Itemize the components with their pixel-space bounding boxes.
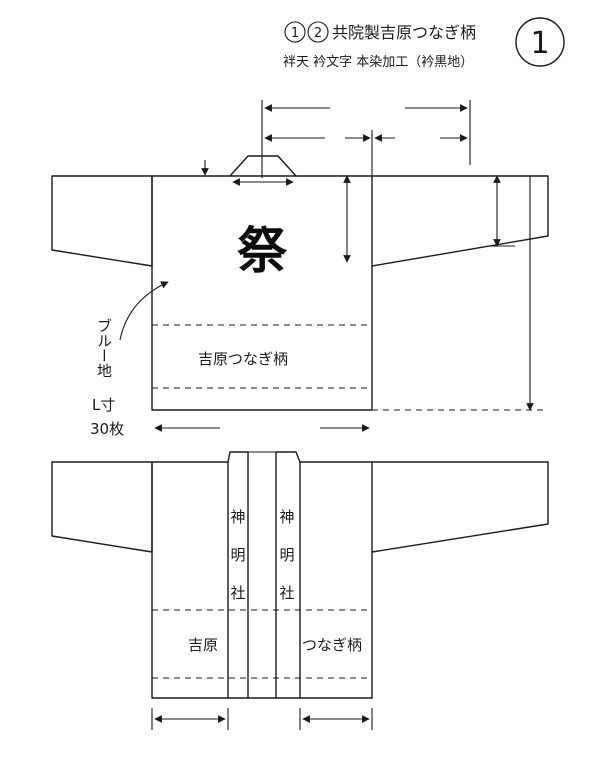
back-left-sleeve xyxy=(51,461,153,553)
front-pattern-label: 吉原つなぎ柄 xyxy=(198,350,288,368)
number-circle-2-text: 2 xyxy=(314,26,322,41)
back-right-sleeve xyxy=(371,461,549,553)
collar-left-text: 神 明 社 xyxy=(230,508,245,602)
collar-right-char-1: 神 xyxy=(279,508,294,526)
number-circle-1 xyxy=(284,21,306,43)
front-body xyxy=(151,175,373,411)
page-number: 1 xyxy=(530,26,549,61)
sheet-title: 共院製吉原つなぎ柄 xyxy=(332,23,476,42)
front-garment: 祭 吉原つなぎ柄 xyxy=(51,155,549,411)
sheet-subtitle: 袢天 衿文字 本染加工（衿黒地） xyxy=(283,55,473,70)
front-emblem: 祭 xyxy=(237,222,288,280)
collar-left-char-1: 神 xyxy=(230,508,245,526)
collar-right-char-2: 明 xyxy=(279,546,294,564)
collar-right-text: 神 明 社 xyxy=(279,508,294,602)
front-collar xyxy=(229,155,297,177)
collar-left-char-3: 社 xyxy=(230,584,245,602)
note-pointer-arrow xyxy=(119,281,169,341)
front-right-sleeve xyxy=(371,175,549,267)
page-number-circle xyxy=(515,17,565,67)
number-circle-2 xyxy=(307,21,329,43)
side-notes: ブルー地 L寸 30枚 xyxy=(90,281,169,438)
header: 1 2 共院製吉原つなぎ柄 1 袢天 衿文字 本染加工（衿黒地） xyxy=(283,17,565,70)
back-pattern-left: 吉原 xyxy=(188,636,218,654)
right-dimensions xyxy=(152,175,548,432)
collar-left-char-2: 明 xyxy=(230,546,245,564)
front-left-sleeve xyxy=(51,175,153,267)
note-size: L寸 xyxy=(92,396,115,414)
top-dimensions xyxy=(201,100,471,178)
back-body xyxy=(151,461,373,699)
back-collar-left xyxy=(227,451,249,699)
bottom-dimensions xyxy=(151,708,373,730)
note-color: ブルー地 xyxy=(95,318,113,378)
back-garment: 神 明 社 神 明 社 吉原 つなぎ柄 xyxy=(51,451,549,699)
collar-right-char-3: 社 xyxy=(279,584,294,602)
back-pattern-right: つなぎ柄 xyxy=(302,636,362,654)
note-quantity: 30枚 xyxy=(90,420,124,438)
number-circle-1-text: 1 xyxy=(291,26,299,41)
back-collar-right xyxy=(275,451,301,699)
